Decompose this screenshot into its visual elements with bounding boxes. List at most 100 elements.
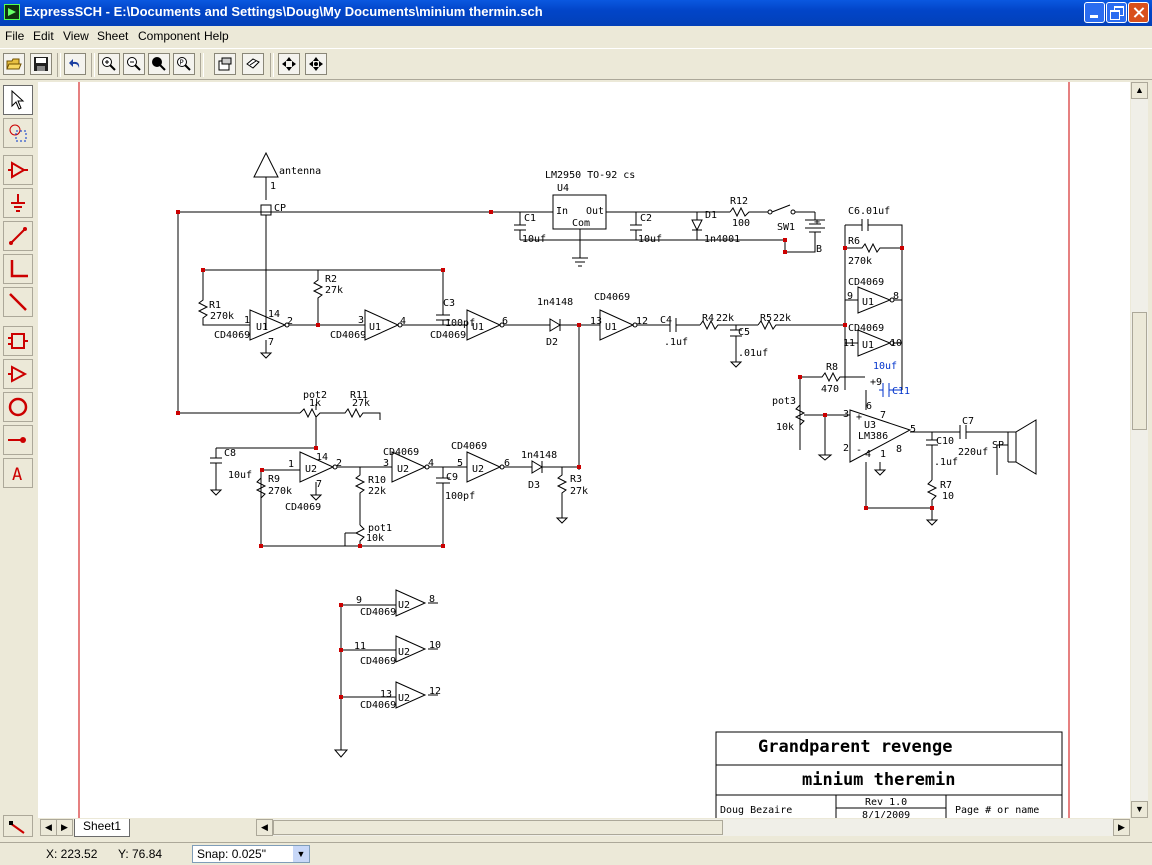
svg-text:10uf: 10uf xyxy=(873,361,897,372)
svg-text:470: 470 xyxy=(821,384,839,395)
title-block-rev: Rev 1.0 xyxy=(865,797,907,808)
svg-text:8: 8 xyxy=(893,291,899,302)
tab-sheet1[interactable]: Sheet1 xyxy=(74,819,131,837)
svg-text:4: 4 xyxy=(428,458,434,469)
pan-icon[interactable] xyxy=(278,53,300,75)
zoom-fit-icon[interactable]: P xyxy=(173,53,195,75)
zoom-select-tool[interactable] xyxy=(3,118,33,148)
horizontal-scrollbar[interactable]: ◀ ▶ xyxy=(256,819,1130,836)
svg-text:+9: +9 xyxy=(870,377,882,388)
antenna-label: antenna xyxy=(279,166,321,177)
bus-entry-tool[interactable] xyxy=(3,287,33,317)
maximize-button[interactable] xyxy=(1106,2,1127,23)
u4-out-label: Out xyxy=(586,206,604,217)
ground-tool[interactable] xyxy=(3,188,33,218)
svg-text:C10: C10 xyxy=(936,436,954,447)
close-button[interactable] xyxy=(1128,2,1149,23)
svg-text:5: 5 xyxy=(910,424,916,435)
prev-sheet-button[interactable]: ◀ xyxy=(40,819,57,836)
svg-text:1: 1 xyxy=(244,315,250,326)
scroll-right-button[interactable]: ▶ xyxy=(1113,819,1130,836)
svg-text:SP: SP xyxy=(992,440,1004,451)
svg-text:22k: 22k xyxy=(773,313,791,324)
component-tool[interactable] xyxy=(3,155,33,185)
center-icon[interactable] xyxy=(305,53,327,75)
schematic-canvas[interactable]: antenna 1 CP LM2950 TO-92 cs U4 In Out C… xyxy=(38,82,1130,818)
scroll-left-button[interactable]: ◀ xyxy=(256,819,273,836)
menu-file[interactable]: File xyxy=(5,29,25,43)
svg-text:+: + xyxy=(814,217,820,228)
save-icon[interactable] xyxy=(30,53,52,75)
svg-text:2: 2 xyxy=(336,458,342,469)
scroll-up-button[interactable]: ▲ xyxy=(1131,82,1148,99)
svg-text:R3: R3 xyxy=(570,474,582,485)
svg-text:U2: U2 xyxy=(305,464,317,475)
svg-text:4: 4 xyxy=(865,449,871,460)
svg-text:P: P xyxy=(180,59,184,67)
minimize-button[interactable] xyxy=(1084,2,1105,23)
svg-text:14: 14 xyxy=(268,309,280,320)
snap-select[interactable]: Snap: 0.025" ▼ xyxy=(192,845,310,863)
svg-text:.01uf: .01uf xyxy=(738,348,768,359)
bus-tool[interactable] xyxy=(3,254,33,284)
next-sheet-button[interactable]: ▶ xyxy=(56,819,73,836)
wire-mode-icon[interactable] xyxy=(3,815,33,837)
menu-sheet[interactable]: Sheet xyxy=(97,29,129,43)
svg-text:CD4069: CD4069 xyxy=(360,656,396,667)
select-tool[interactable] xyxy=(3,85,33,115)
svg-text:.1uf: .1uf xyxy=(664,337,688,348)
svg-text:CD4069: CD4069 xyxy=(360,607,396,618)
u4-in-label: In xyxy=(556,206,568,217)
zoom-area-icon[interactable] xyxy=(148,53,170,75)
svg-text:7: 7 xyxy=(316,479,322,490)
svg-text:-: - xyxy=(856,445,862,456)
svg-text:U2: U2 xyxy=(472,464,484,475)
svg-text:8: 8 xyxy=(896,444,902,455)
svg-text:R7: R7 xyxy=(940,480,952,491)
zoom-in-icon[interactable] xyxy=(98,53,120,75)
menu-help[interactable]: Help xyxy=(204,29,229,43)
junction-tool[interactable] xyxy=(3,425,33,455)
svg-text:14: 14 xyxy=(316,452,328,463)
svg-text:R1: R1 xyxy=(209,300,221,311)
svg-text:R5: R5 xyxy=(760,313,772,324)
svg-text:27k: 27k xyxy=(325,285,343,296)
svg-text:C7: C7 xyxy=(962,416,974,427)
svg-text:2: 2 xyxy=(287,316,293,327)
tool-palette: A xyxy=(0,82,36,837)
svg-text:C9: C9 xyxy=(446,472,458,483)
svg-text:U1: U1 xyxy=(256,322,268,333)
status-y: Y: 76.84 xyxy=(118,847,163,861)
svg-text:U2: U2 xyxy=(397,464,409,475)
scroll-down-button[interactable]: ▼ xyxy=(1131,801,1148,818)
vertical-scroll-thumb[interactable] xyxy=(1132,312,1147,430)
print-icon[interactable] xyxy=(242,53,264,75)
text-tool[interactable]: A xyxy=(3,458,33,488)
triangle-tool[interactable] xyxy=(3,359,33,389)
zoom-out-icon[interactable] xyxy=(123,53,145,75)
svg-text:22k: 22k xyxy=(368,486,386,497)
svg-text:U1: U1 xyxy=(862,297,874,308)
vertical-scrollbar[interactable]: ▲ ▼ xyxy=(1131,82,1148,818)
menu-view[interactable]: View xyxy=(63,29,89,43)
box-tool[interactable] xyxy=(3,326,33,356)
svg-text:U1: U1 xyxy=(472,322,484,333)
horizontal-scroll-thumb[interactable] xyxy=(273,820,723,835)
svg-text:220uf: 220uf xyxy=(958,447,988,458)
menu-component[interactable]: Component xyxy=(138,29,201,43)
svg-text:13: 13 xyxy=(590,316,602,327)
undo-icon[interactable] xyxy=(64,53,86,75)
chevron-down-icon[interactable]: ▼ xyxy=(293,846,309,862)
app-icon xyxy=(4,4,20,20)
open-icon[interactable] xyxy=(3,53,25,75)
menu-edit[interactable]: Edit xyxy=(33,29,54,43)
svg-text:CD4069: CD4069 xyxy=(430,330,466,341)
sheet-tab-bar: ◀ ▶ xyxy=(0,818,1152,840)
properties-icon[interactable] xyxy=(214,53,236,75)
svg-text:R10: R10 xyxy=(368,475,386,486)
circle-tool[interactable] xyxy=(3,392,33,422)
svg-text:R8: R8 xyxy=(826,362,838,373)
svg-text:CD4069: CD4069 xyxy=(848,323,884,334)
title-block-subtitle: minium theremin xyxy=(802,770,956,790)
wire-tool[interactable] xyxy=(3,221,33,251)
